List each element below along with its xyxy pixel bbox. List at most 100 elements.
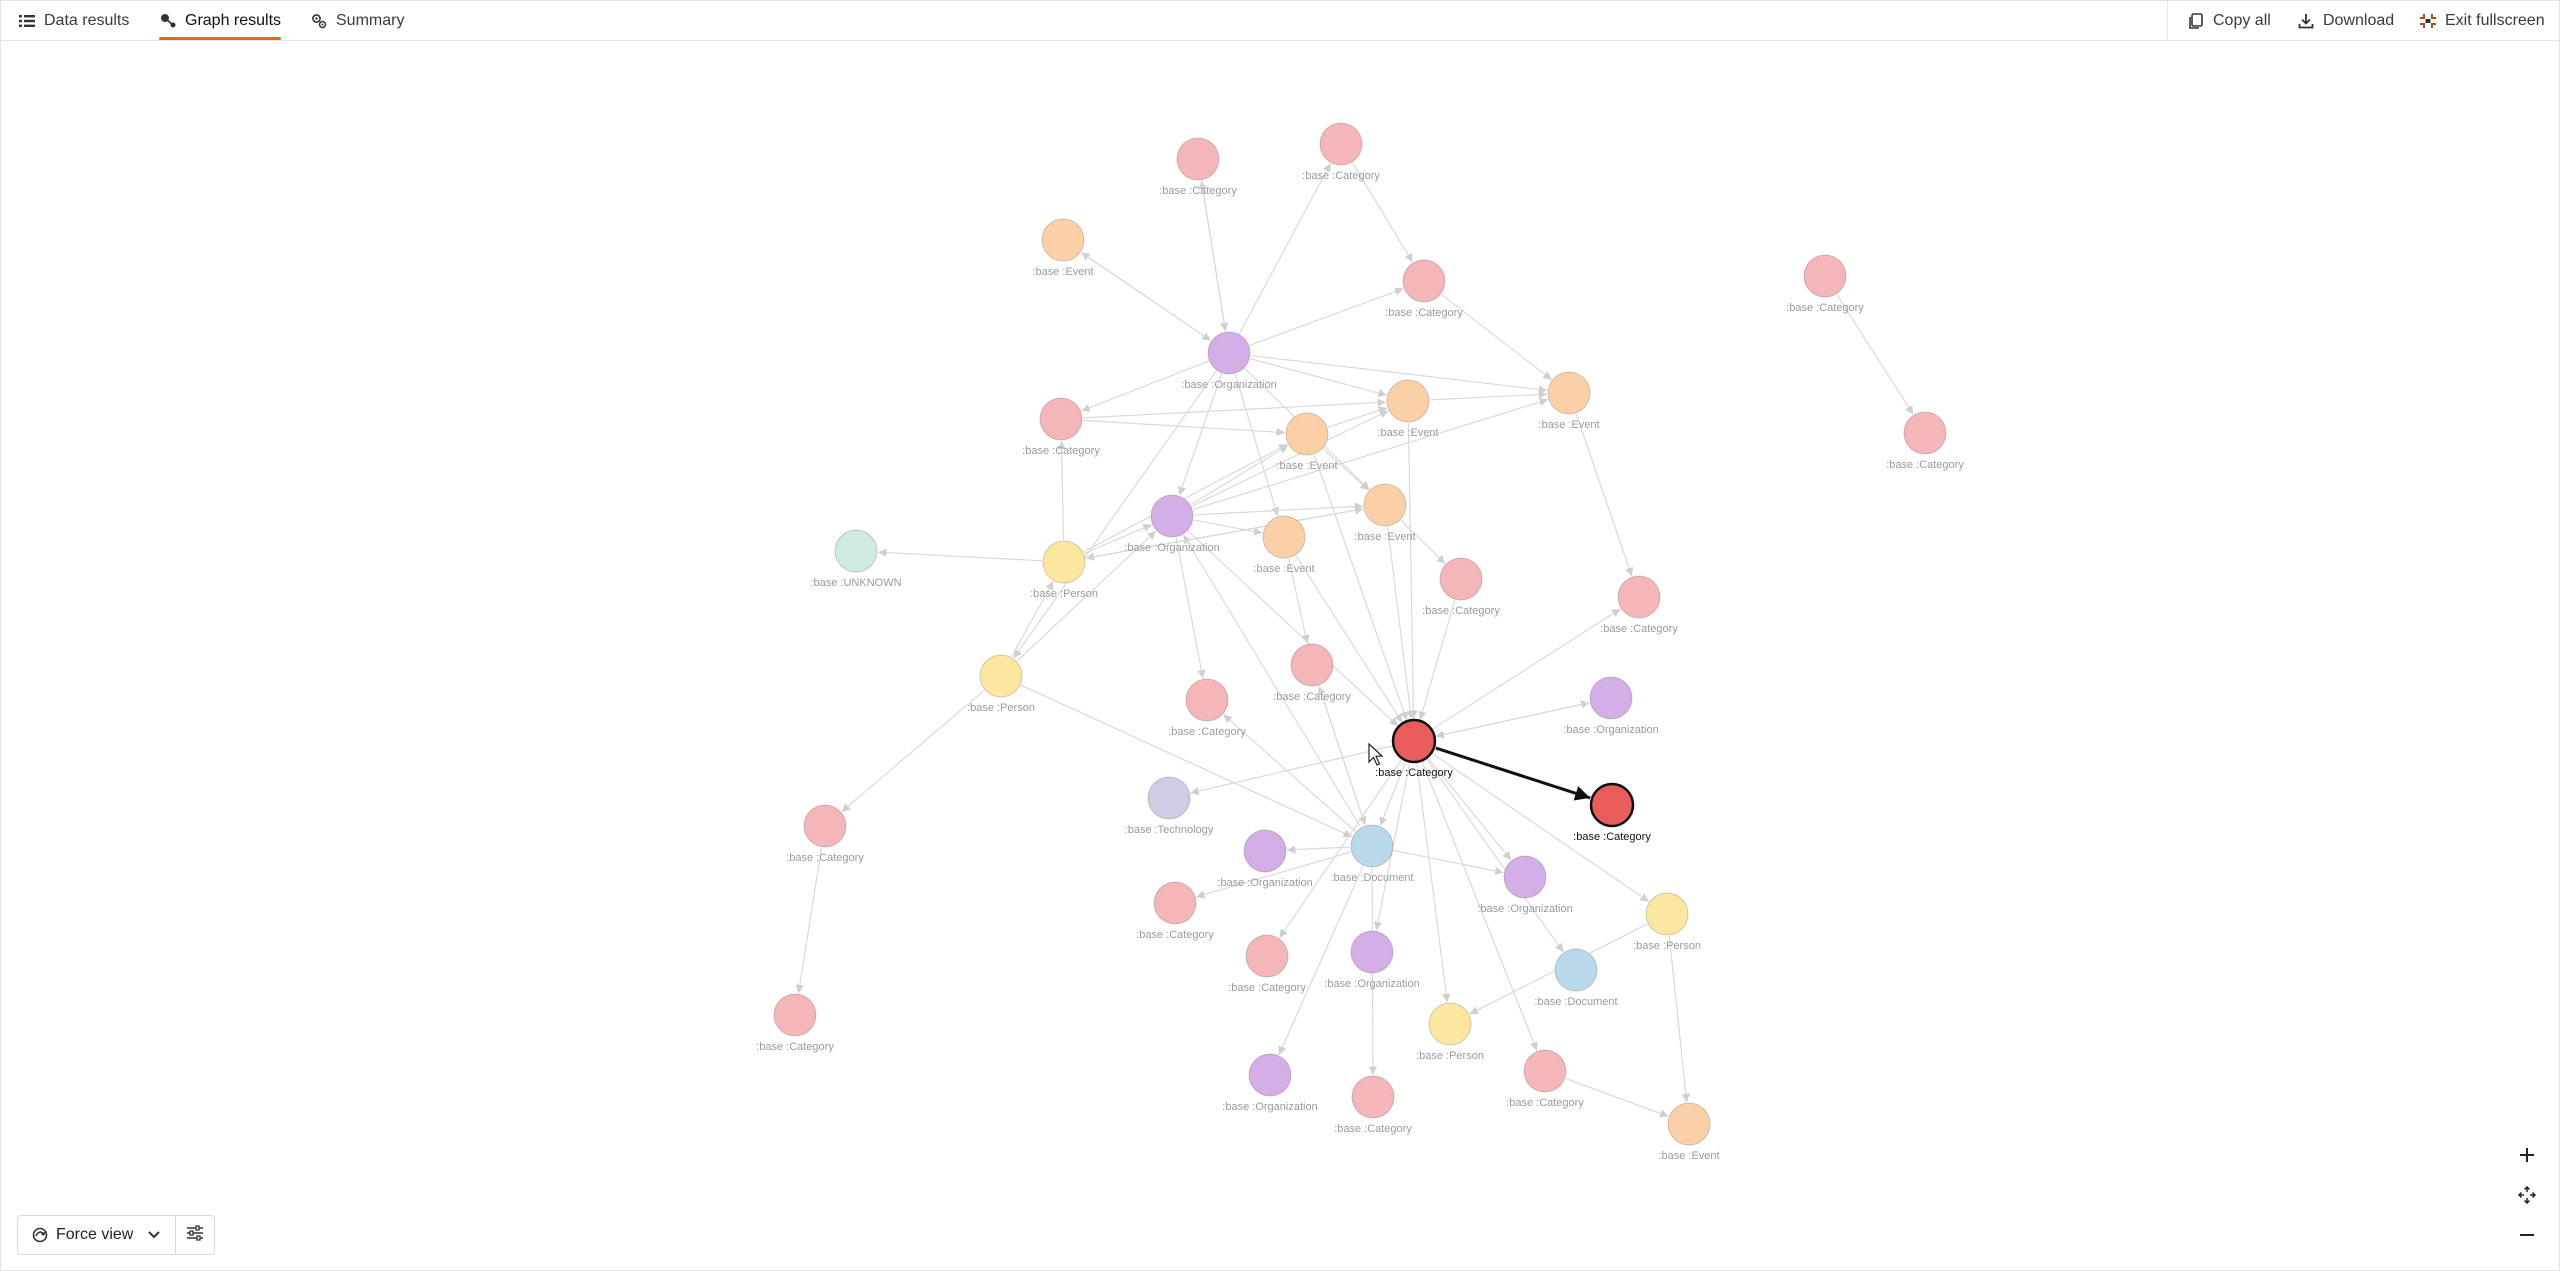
graph-edge[interactable] xyxy=(1178,373,1223,496)
node-circle[interactable] xyxy=(1903,411,1947,455)
graph-node-person[interactable]: :base :Person xyxy=(1416,1002,1484,1062)
node-circle[interactable] xyxy=(1147,776,1191,820)
graph-edge[interactable] xyxy=(1187,530,1399,727)
graph-edge[interactable] xyxy=(1429,390,1548,401)
node-circle[interactable] xyxy=(1589,676,1633,720)
node-circle[interactable] xyxy=(1351,1075,1395,1119)
graph-edge[interactable] xyxy=(1431,752,1650,903)
node-circle[interactable] xyxy=(1350,930,1394,974)
graph-edge[interactable] xyxy=(1416,762,1451,1003)
graph-node-organization[interactable]: :base :Organization xyxy=(1477,855,1573,915)
node-circle[interactable] xyxy=(1523,1049,1567,1093)
node-circle[interactable] xyxy=(1363,483,1407,527)
graph-edge[interactable] xyxy=(1278,758,1403,939)
graph-node-category[interactable]: :base :Category xyxy=(786,804,864,864)
graph-node-document[interactable]: :base :Document xyxy=(1330,824,1414,884)
node-circle[interactable] xyxy=(1150,494,1194,538)
graph-edge[interactable] xyxy=(1327,406,1388,428)
graph-node-event[interactable]: :base :Event xyxy=(1538,371,1600,431)
node-circle[interactable] xyxy=(1645,892,1689,936)
graph-edge[interactable] xyxy=(1441,293,1552,381)
graph-edge[interactable] xyxy=(1387,526,1415,720)
node-circle[interactable] xyxy=(1245,934,1289,978)
node-circle[interactable] xyxy=(1290,643,1334,687)
graph-edge[interactable] xyxy=(1426,758,1564,953)
node-circle[interactable] xyxy=(1248,1053,1292,1097)
node-circle[interactable] xyxy=(1185,678,1229,722)
node-circle[interactable] xyxy=(1503,855,1547,899)
graph-edge[interactable] xyxy=(1249,287,1404,346)
graph-node-category[interactable]: :base :Category xyxy=(1228,934,1306,994)
graph-edge[interactable] xyxy=(1200,180,1229,332)
node-circle[interactable] xyxy=(1039,397,1083,441)
node-circle[interactable] xyxy=(1803,254,1847,298)
graph-node-organization[interactable]: :base :Organization xyxy=(1124,494,1220,554)
tab-data-results[interactable]: Data results xyxy=(18,1,129,40)
zoom-out-button[interactable] xyxy=(2510,1222,2544,1252)
node-circle[interactable] xyxy=(1547,371,1591,415)
node-circle[interactable] xyxy=(1589,782,1635,828)
graph-node-category[interactable]: :base :Category xyxy=(1506,1049,1584,1109)
graph-node-category[interactable]: :base :Category xyxy=(1302,122,1380,182)
graph-edge[interactable] xyxy=(1195,851,1352,899)
selected-graph-edge[interactable] xyxy=(1435,746,1591,801)
graph-node-category[interactable]: :base :Category xyxy=(1334,1075,1412,1135)
graph-edge[interactable] xyxy=(1565,1078,1669,1118)
graph-edge[interactable] xyxy=(877,548,1043,562)
graph-node-category[interactable]: :base :Category xyxy=(1422,557,1500,617)
graph-node-organization[interactable]: :base :Organization xyxy=(1563,676,1659,736)
node-circle[interactable] xyxy=(1391,718,1437,764)
node-circle[interactable] xyxy=(1041,218,1085,262)
graph-edge[interactable] xyxy=(1016,530,1157,662)
node-circle[interactable] xyxy=(1617,575,1661,619)
tab-summary[interactable]: Summary xyxy=(310,1,404,40)
graph-edge[interactable] xyxy=(1083,443,1288,553)
node-circle[interactable] xyxy=(1667,1102,1711,1146)
graph-edge[interactable] xyxy=(1081,360,1209,412)
graph-edge[interactable] xyxy=(1057,440,1066,541)
graph-node-unknown[interactable]: :base :UNKNOWN xyxy=(810,529,902,589)
graph-edge[interactable] xyxy=(1286,845,1351,854)
node-circle[interactable] xyxy=(1428,1002,1472,1046)
graph-edge[interactable] xyxy=(1421,761,1538,1051)
graph-node-category[interactable]: :base :Category xyxy=(1273,643,1351,703)
node-circle[interactable] xyxy=(1386,379,1430,423)
graph-edge[interactable] xyxy=(1011,580,1054,658)
graph-edge[interactable] xyxy=(1223,714,1356,832)
graph-edge[interactable] xyxy=(1318,685,1367,826)
graph-node-event[interactable]: :base :Event xyxy=(1354,483,1416,543)
graph-node-organization[interactable]: :base :Organization xyxy=(1181,331,1277,391)
graph-node-category[interactable]: :base :Category xyxy=(1168,678,1246,738)
graph-edge[interactable] xyxy=(1407,422,1418,720)
graph-edge[interactable] xyxy=(1192,397,1549,511)
copy-all-button[interactable]: Copy all xyxy=(2187,1,2271,40)
graph-edge[interactable] xyxy=(1379,761,1407,826)
graph-canvas[interactable]: :base :Category:base :Category:base :Eve… xyxy=(0,40,2560,1271)
graph-node-category[interactable]: :base :Category xyxy=(1600,575,1678,635)
node-circle[interactable] xyxy=(1350,824,1394,868)
graph-node-category[interactable]: :base :Category xyxy=(756,993,834,1053)
graph-edge[interactable] xyxy=(1435,702,1590,739)
graph-edge[interactable] xyxy=(1400,519,1446,565)
graph-edge[interactable] xyxy=(1190,745,1393,796)
graph-edge[interactable] xyxy=(1313,454,1408,721)
graph-edge[interactable] xyxy=(841,689,985,813)
graph-edge[interactable] xyxy=(1432,608,1621,730)
graph-node-event[interactable]: :base :Event xyxy=(1253,515,1315,575)
graph-node-category[interactable]: :base :Category xyxy=(1886,411,1964,471)
node-circle[interactable] xyxy=(1319,122,1363,166)
node-circle[interactable] xyxy=(1554,948,1598,992)
graph-node-event[interactable]: :base :Event xyxy=(1377,379,1439,439)
node-circle[interactable] xyxy=(1176,137,1220,181)
node-circle[interactable] xyxy=(1042,540,1086,584)
graph-node-organization[interactable]: :base :Organization xyxy=(1222,1053,1318,1113)
graph-edge[interactable] xyxy=(1082,419,1286,437)
graph-edge[interactable] xyxy=(1295,555,1403,723)
node-circle[interactable] xyxy=(803,804,847,848)
node-circle[interactable] xyxy=(1402,259,1446,303)
graph-edge[interactable] xyxy=(1393,849,1504,876)
node-circle[interactable] xyxy=(1207,331,1251,375)
graph-edge[interactable] xyxy=(1175,537,1206,679)
exit-fullscreen-button[interactable]: Exit fullscreen xyxy=(2419,1,2545,40)
graph-node-category[interactable]: :base :Category xyxy=(1022,397,1100,457)
